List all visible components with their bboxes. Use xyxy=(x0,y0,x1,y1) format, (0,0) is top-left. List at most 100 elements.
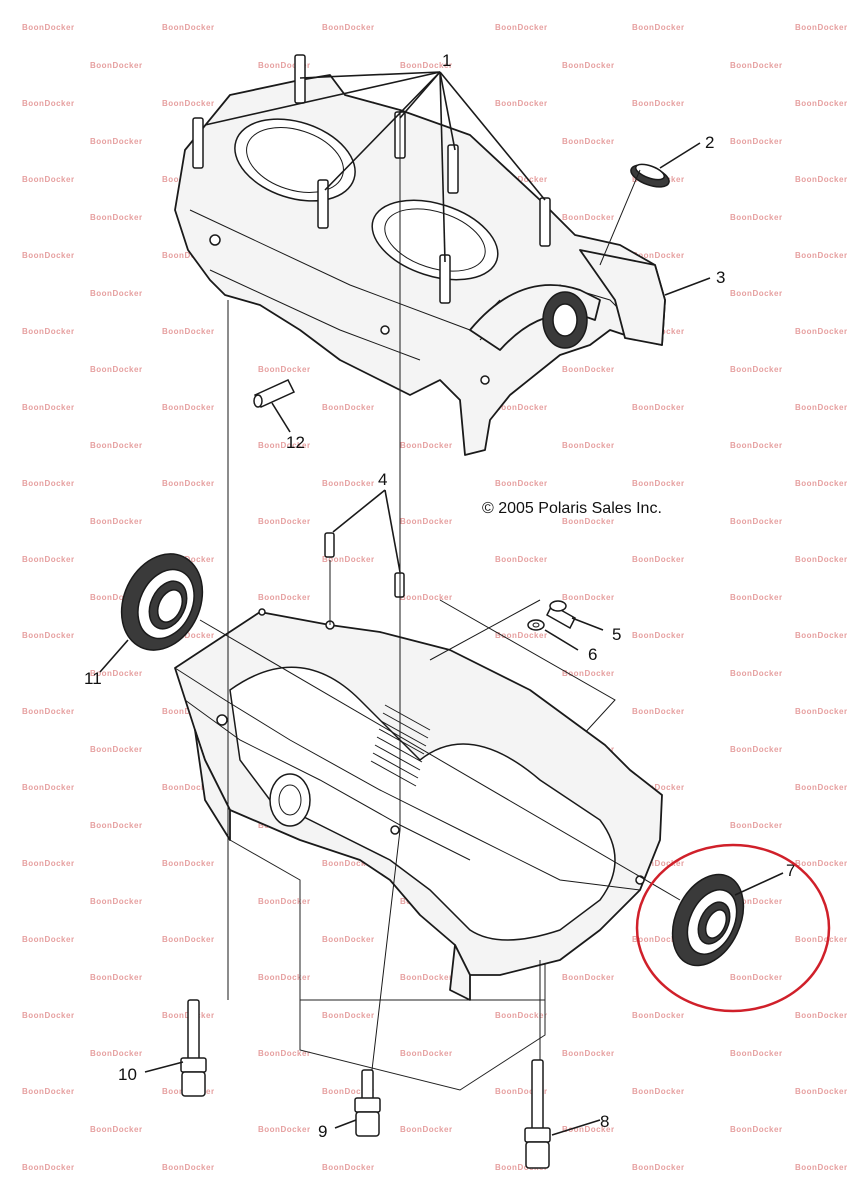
part-2-seal-ring xyxy=(630,163,670,188)
watermark-text: BoonDocker xyxy=(495,99,548,108)
callout-6: 6 xyxy=(588,645,597,664)
watermark-text: BoonDocker xyxy=(495,403,548,412)
watermark-text: BoonDocker xyxy=(730,61,783,70)
watermark-text: BoonDocker xyxy=(632,707,685,716)
watermark-text: BoonDocker xyxy=(562,517,615,526)
callout-5: 5 xyxy=(612,625,621,644)
watermark-text: BoonDocker xyxy=(162,479,215,488)
watermark-text: BoonDocker xyxy=(400,1049,453,1058)
callout-1: 1 xyxy=(442,51,451,70)
callout-10: 10 xyxy=(118,1065,137,1084)
watermark-text: BoonDocker xyxy=(632,783,685,792)
watermark-text: BoonDocker xyxy=(562,669,615,678)
watermark-text: BoonDocker xyxy=(795,707,848,716)
watermark-text: BoonDocker xyxy=(322,403,375,412)
watermark-text: BoonDocker xyxy=(162,1163,215,1172)
watermark-text: BoonDocker xyxy=(400,593,453,602)
watermark-text: BoonDocker xyxy=(322,1163,375,1172)
watermark-text: BoonDocker xyxy=(22,707,75,716)
alignment-lines xyxy=(199,110,681,1071)
watermark-text: BoonDocker xyxy=(258,365,311,374)
watermark-text: BoonDocker xyxy=(400,973,453,982)
watermark-text: BoonDocker xyxy=(795,479,848,488)
watermark-text: BoonDocker xyxy=(322,23,375,32)
watermark-text: BoonDocker xyxy=(322,935,375,944)
watermark-text: BoonDocker xyxy=(795,1011,848,1020)
watermark-text: BoonDocker xyxy=(562,137,615,146)
watermark-text: BoonDocker xyxy=(22,251,75,260)
watermark-text: BoonDocker xyxy=(730,593,783,602)
callout-3: 3 xyxy=(716,268,725,287)
watermark-text: BoonDocker xyxy=(795,23,848,32)
watermark-text: BoonDocker xyxy=(795,859,848,868)
upper-crankcase xyxy=(174,54,666,456)
watermark-text: BoonDocker xyxy=(322,479,375,488)
watermark-text: BoonDocker xyxy=(632,555,685,564)
watermark-text: BoonDocker xyxy=(730,745,783,754)
part-7-oil-seal xyxy=(671,873,745,967)
watermark-text: BoonDocker xyxy=(562,973,615,982)
watermark-text: BoonDocker xyxy=(632,251,685,260)
callout-4: 4 xyxy=(378,470,387,489)
watermark-text: BoonDocker xyxy=(795,175,848,184)
watermark-text: BoonDocker xyxy=(22,631,75,640)
part-5-screw xyxy=(546,600,576,630)
watermark-text: BoonDocker xyxy=(795,555,848,564)
watermark-text: BoonDocker xyxy=(162,23,215,32)
watermark-text: BoonDocker xyxy=(22,175,75,184)
watermark-text: BoonDocker xyxy=(90,289,143,298)
watermark-text: BoonDocker xyxy=(400,441,453,450)
watermark-text: BoonDocker xyxy=(322,1087,375,1096)
watermark-text: BoonDocker xyxy=(22,479,75,488)
watermark-text: BoonDocker xyxy=(562,593,615,602)
watermark-text: BoonDocker xyxy=(562,1125,615,1134)
watermark-text: BoonDocker xyxy=(632,23,685,32)
watermark-text: BoonDocker xyxy=(162,631,215,640)
watermark-text: BoonDocker xyxy=(632,935,685,944)
callout-2: 2 xyxy=(705,133,714,152)
watermark-text: BoonDocker xyxy=(795,1163,848,1172)
callout-9: 9 xyxy=(318,1122,327,1141)
watermark-text: BoonDocker xyxy=(495,175,548,184)
watermark-text: BoonDocker xyxy=(795,935,848,944)
watermark-text: BoonDocker xyxy=(495,1087,548,1096)
watermark-text: BoonDocker xyxy=(400,61,453,70)
watermark-text: BoonDocker xyxy=(162,403,215,412)
watermark-text: BoonDocker xyxy=(90,517,143,526)
part-11-oil-seal xyxy=(120,553,204,651)
watermark-text: BoonDocker xyxy=(90,1049,143,1058)
part-9-bolt xyxy=(354,1069,381,1137)
watermark-text: BoonDocker xyxy=(730,973,783,982)
watermark-text: BoonDocker xyxy=(162,251,215,260)
lower-crankcase xyxy=(174,599,663,1091)
watermark-text: BoonDocker xyxy=(258,593,311,602)
watermark-text: BoonDocker xyxy=(162,707,215,716)
watermark-text: BoonDocker xyxy=(632,403,685,412)
watermark-text: BoonDocker xyxy=(258,897,311,906)
watermark-text: BoonDocker xyxy=(90,441,143,450)
watermark-text: BoonDocker xyxy=(730,821,783,830)
part-6-washer xyxy=(527,619,545,631)
watermark-text: BoonDocker xyxy=(495,1011,548,1020)
callout-8: 8 xyxy=(600,1112,609,1131)
watermark-text: BoonDocker xyxy=(632,99,685,108)
watermark-text: BoonDocker xyxy=(562,441,615,450)
watermark-text: BoonDocker xyxy=(22,1163,75,1172)
watermark-text: BoonDocker xyxy=(495,479,548,488)
watermark-text: BoonDocker xyxy=(22,1087,75,1096)
watermark-text: BoonDocker xyxy=(90,1125,143,1134)
watermark-text: BoonDocker xyxy=(632,1163,685,1172)
watermark-text: BoonDocker xyxy=(22,783,75,792)
watermark-text: BoonDocker xyxy=(162,859,215,868)
watermark-text: BoonDocker xyxy=(90,365,143,374)
watermark-text: BoonDocker xyxy=(90,137,143,146)
watermark-text: BoonDocker xyxy=(730,517,783,526)
watermark-text: BoonDocker xyxy=(258,441,311,450)
watermark-text: BoonDocker xyxy=(162,327,215,336)
watermark-text: BoonDocker xyxy=(730,365,783,374)
callout-7: 7 xyxy=(786,861,795,880)
watermark-text: BoonDocker xyxy=(730,897,783,906)
watermark-text: BoonDocker xyxy=(258,973,311,982)
watermark-text: BoonDocker xyxy=(632,1011,685,1020)
watermark-text: BoonDocker xyxy=(90,973,143,982)
